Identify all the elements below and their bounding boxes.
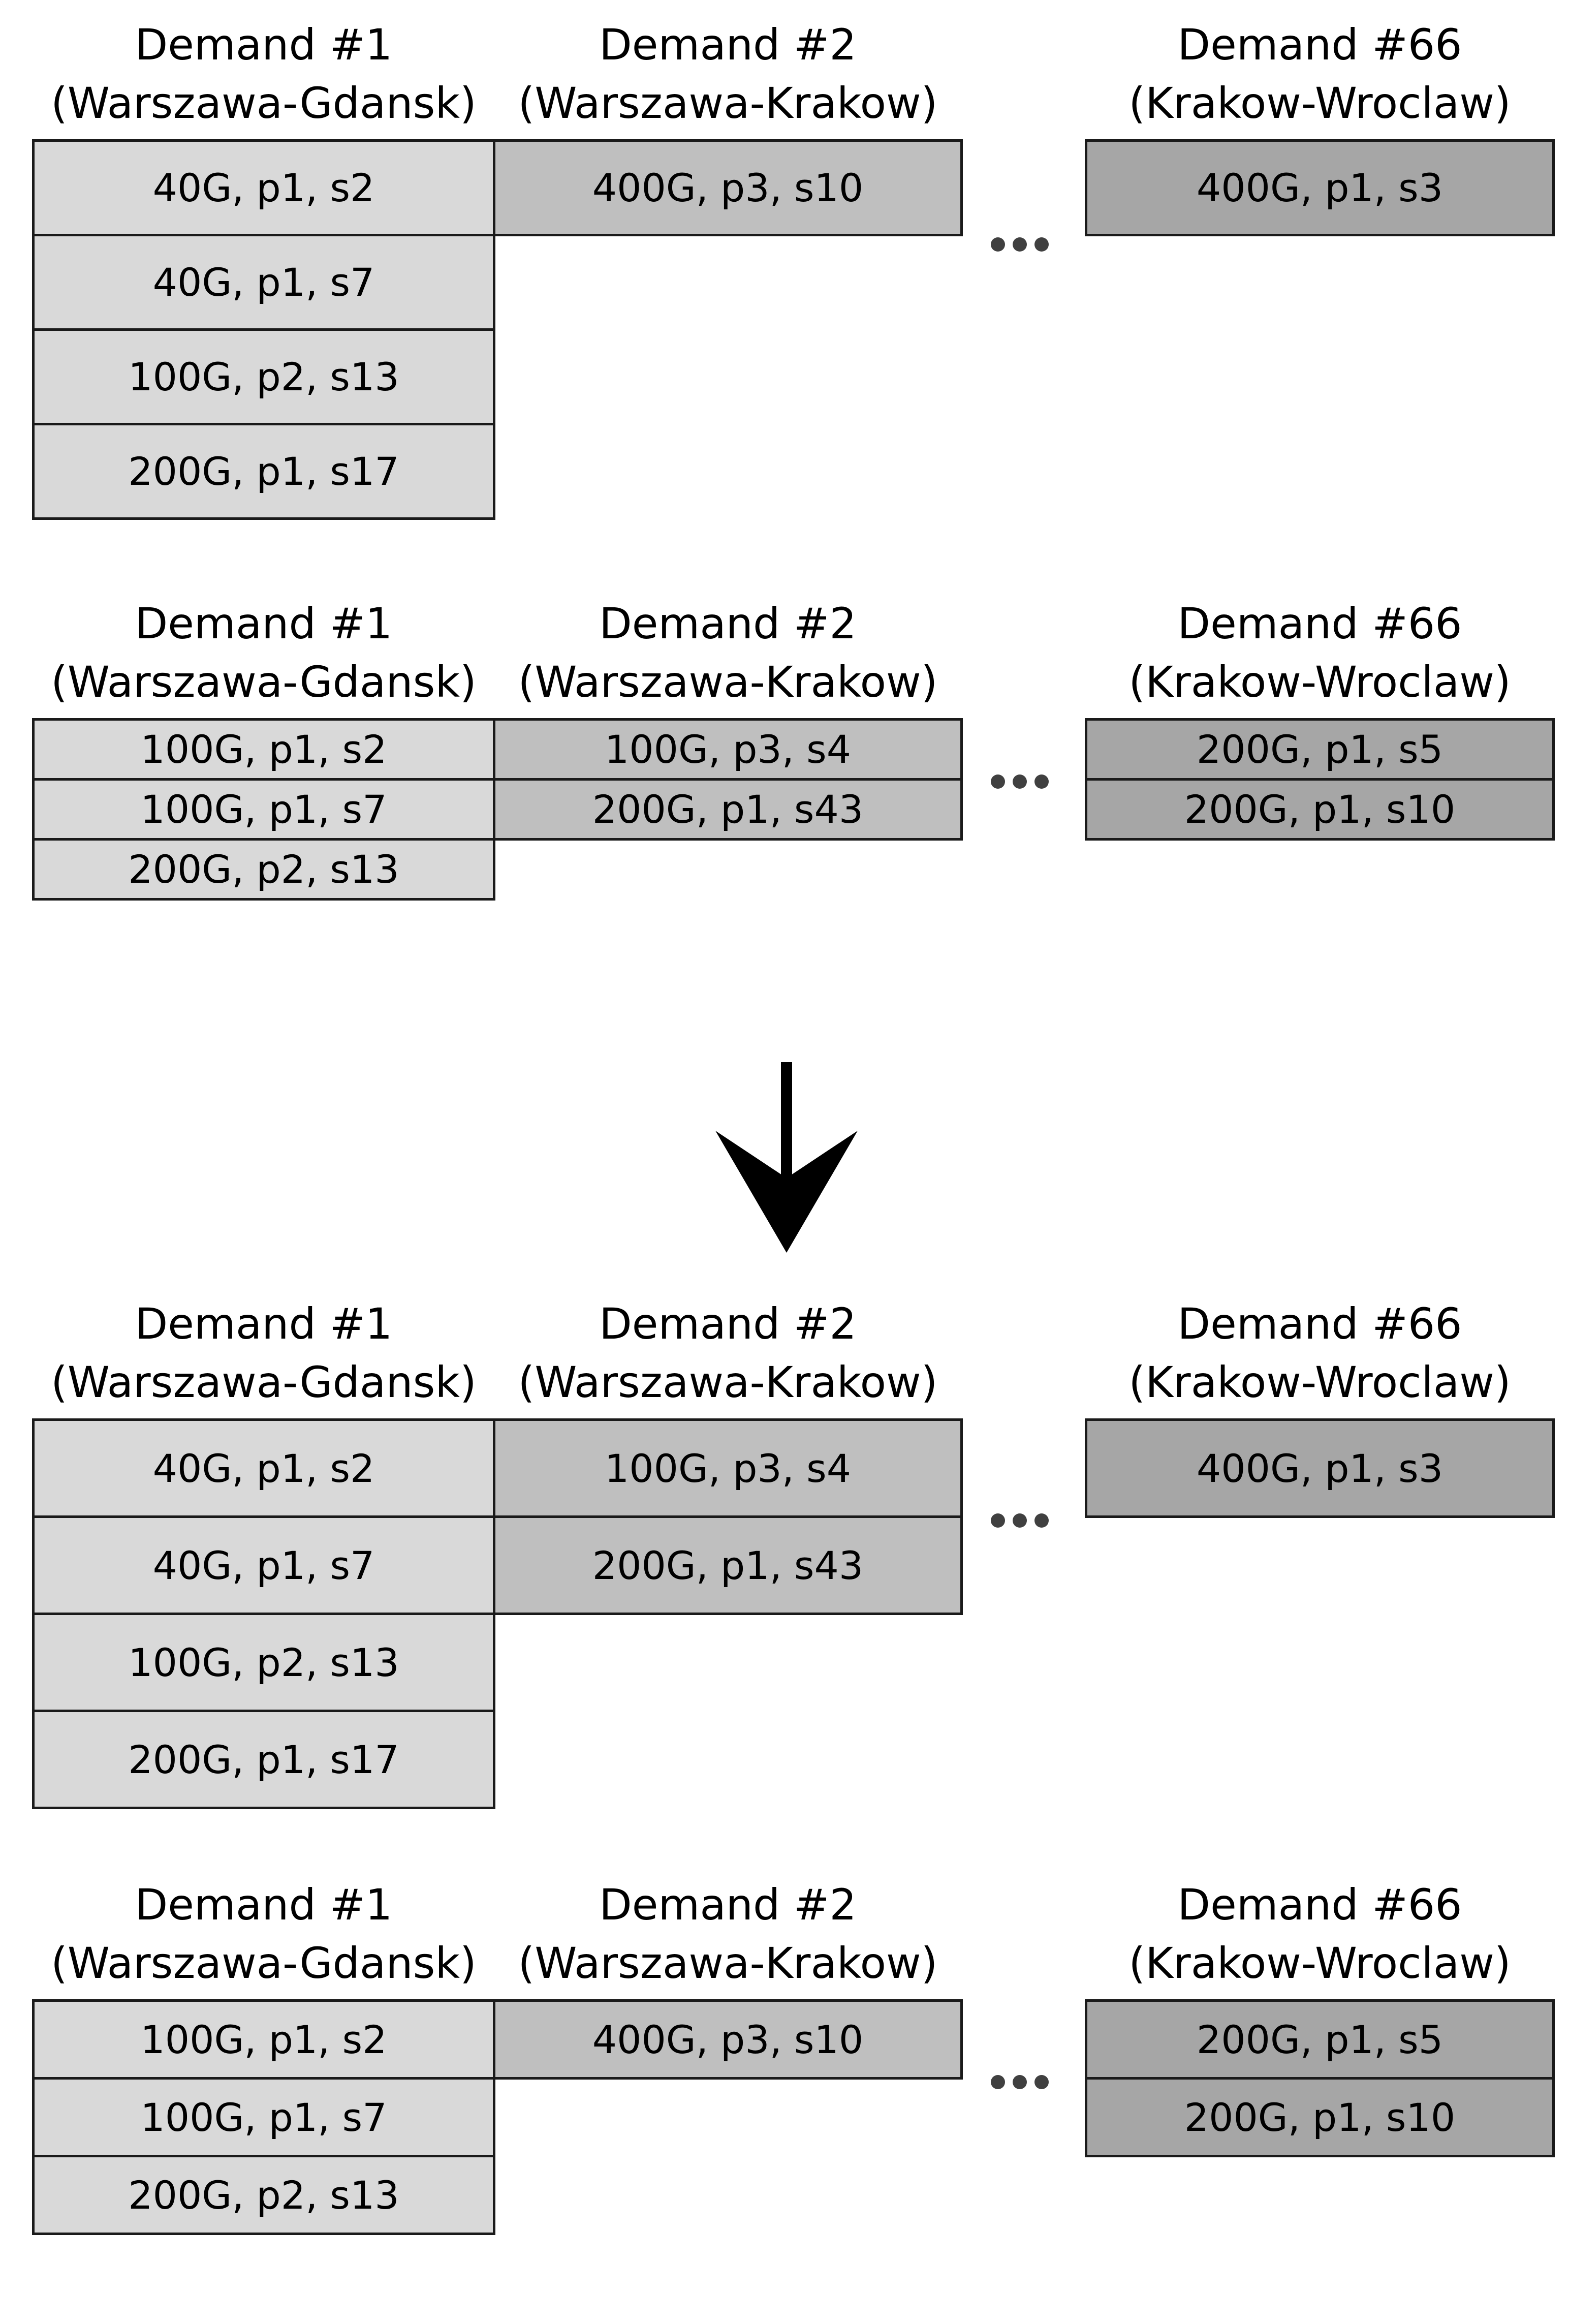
demand-title-line2: (Warszawa-Gdansk) xyxy=(51,1938,477,1988)
transceiver-cell: 200G, p1, s10 xyxy=(1085,2077,1555,2157)
ellipsis-icon xyxy=(991,237,1049,252)
section4-demand1-title: Demand #1 (Warszawa-Gdansk) xyxy=(0,1876,536,1993)
ellipsis-dot xyxy=(1013,1513,1027,1528)
ellipsis-dot xyxy=(991,774,1005,789)
transceiver-cell: 100G, p3, s4 xyxy=(493,718,963,781)
section1-demand66-title: Demand #66 (Krakow-Wroclaw) xyxy=(1044,16,1569,133)
transceiver-cell: 200G, p1, s43 xyxy=(493,778,963,841)
section1-demand2-title: Demand #2 (Warszawa-Krakow) xyxy=(452,16,1003,133)
transceiver-cell: 100G, p2, s13 xyxy=(32,1613,495,1712)
demand-title-line1: Demand #66 xyxy=(1177,20,1462,70)
demand-title-line1: Demand #2 xyxy=(599,1880,857,1930)
demand-title-line1: Demand #66 xyxy=(1177,1880,1462,1930)
transceiver-cell: 40G, p1, s2 xyxy=(32,1418,495,1518)
ellipsis-dot xyxy=(991,1513,1005,1528)
transceiver-cell: 200G, p2, s13 xyxy=(32,838,495,901)
ellipsis-dot xyxy=(991,2075,1005,2089)
transceiver-cell: 100G, p2, s13 xyxy=(32,328,495,425)
demand-title-line2: (Krakow-Wroclaw) xyxy=(1128,657,1511,707)
demand-title-line1: Demand #1 xyxy=(135,20,393,70)
section4-demand66-column: Demand #66 (Krakow-Wroclaw) 200G, p1, s5… xyxy=(1085,1880,1555,2157)
demand-title-line1: Demand #2 xyxy=(599,20,857,70)
demand-title-line2: (Krakow-Wroclaw) xyxy=(1128,1357,1511,1407)
transceiver-cell: 200G, p2, s13 xyxy=(32,2155,495,2235)
transceiver-cell: 200G, p1, s10 xyxy=(1085,778,1555,841)
ellipsis-dot xyxy=(1013,774,1027,789)
transceiver-cell: 400G, p3, s10 xyxy=(493,139,963,236)
demand-title-line2: (Warszawa-Krakow) xyxy=(518,78,938,128)
demand-title-line1: Demand #1 xyxy=(135,599,393,648)
transceiver-cell: 100G, p1, s7 xyxy=(32,778,495,841)
transceiver-cell: 100G, p3, s4 xyxy=(493,1418,963,1518)
ellipsis-dot xyxy=(1034,237,1049,252)
section3-demand1-column: Demand #1 (Warszawa-Gdansk) 40G, p1, s2 … xyxy=(32,1299,495,1809)
ellipsis-dot xyxy=(1013,2075,1027,2089)
transceiver-cell: 40G, p1, s2 xyxy=(32,139,495,236)
transceiver-cell: 200G, p1, s17 xyxy=(32,1710,495,1809)
section1-demand2-column: Demand #2 (Warszawa-Krakow) 400G, p3, s1… xyxy=(493,20,963,236)
section3-demand66-column: Demand #66 (Krakow-Wroclaw) 400G, p1, s3 xyxy=(1085,1299,1555,1518)
ellipsis-dot xyxy=(1034,2075,1049,2089)
transceiver-cell: 200G, p1, s17 xyxy=(32,423,495,520)
transceiver-cell: 100G, p1, s2 xyxy=(32,1999,495,2080)
section3-demand1-title: Demand #1 (Warszawa-Gdansk) xyxy=(0,1295,536,1412)
demand-title-line1: Demand #66 xyxy=(1177,599,1462,648)
section2-demand2-column: Demand #2 (Warszawa-Krakow) 100G, p3, s4… xyxy=(493,599,963,841)
ellipsis-dot xyxy=(991,237,1005,252)
transceiver-cell: 40G, p1, s7 xyxy=(32,1515,495,1615)
section4-demand66-title: Demand #66 (Krakow-Wroclaw) xyxy=(1044,1876,1569,1993)
demand-title-line1: Demand #2 xyxy=(599,1299,857,1349)
section2-demand66-column: Demand #66 (Krakow-Wroclaw) 200G, p1, s5… xyxy=(1085,599,1555,841)
transceiver-cell: 400G, p1, s3 xyxy=(1085,139,1555,236)
demand-title-line2: (Warszawa-Gdansk) xyxy=(51,657,477,707)
ellipsis-icon xyxy=(991,774,1049,789)
transceiver-cell: 100G, p1, s7 xyxy=(32,2077,495,2157)
transceiver-cell: 40G, p1, s7 xyxy=(32,234,495,331)
section2-demand1-column: Demand #1 (Warszawa-Gdansk) 100G, p1, s2… xyxy=(32,599,495,901)
transformation-down-arrow-icon xyxy=(715,1062,858,1253)
demand-title-line2: (Warszawa-Gdansk) xyxy=(51,1357,477,1407)
section3-demand66-title: Demand #66 (Krakow-Wroclaw) xyxy=(1044,1295,1569,1412)
demand-title-line2: (Warszawa-Krakow) xyxy=(518,657,938,707)
demand-title-line2: (Krakow-Wroclaw) xyxy=(1128,78,1511,128)
demand-title-line2: (Warszawa-Krakow) xyxy=(518,1357,938,1407)
demand-title-line2: (Krakow-Wroclaw) xyxy=(1128,1938,1511,1988)
demand-title-line1: Demand #66 xyxy=(1177,1299,1462,1349)
ellipsis-icon xyxy=(991,1513,1049,1528)
transceiver-cell: 200G, p1, s5 xyxy=(1085,718,1555,781)
transceiver-cell: 200G, p1, s43 xyxy=(493,1515,963,1615)
demand-title-line2: (Warszawa-Krakow) xyxy=(518,1938,938,1988)
ellipsis-dot xyxy=(1013,237,1027,252)
demand-title-line1: Demand #2 xyxy=(599,599,857,648)
transceiver-cell: 100G, p1, s2 xyxy=(32,718,495,781)
section1-demand1-title: Demand #1 (Warszawa-Gdansk) xyxy=(0,16,536,133)
ellipsis-icon xyxy=(991,2075,1049,2089)
ellipsis-dot xyxy=(1034,1513,1049,1528)
ellipsis-dot xyxy=(1034,774,1049,789)
transceiver-cell: 400G, p1, s3 xyxy=(1085,1418,1555,1518)
section2-demand2-title: Demand #2 (Warszawa-Krakow) xyxy=(452,595,1003,711)
section3-demand2-column: Demand #2 (Warszawa-Krakow) 100G, p3, s4… xyxy=(493,1299,963,1615)
demand-title-line2: (Warszawa-Gdansk) xyxy=(51,78,477,128)
section4-demand1-column: Demand #1 (Warszawa-Gdansk) 100G, p1, s2… xyxy=(32,1880,495,2235)
transceiver-cell: 400G, p3, s10 xyxy=(493,1999,963,2080)
demand-title-line1: Demand #1 xyxy=(135,1299,393,1349)
section3-demand2-title: Demand #2 (Warszawa-Krakow) xyxy=(452,1295,1003,1412)
section2-demand66-title: Demand #66 (Krakow-Wroclaw) xyxy=(1044,595,1569,711)
section4-demand2-title: Demand #2 (Warszawa-Krakow) xyxy=(452,1876,1003,1993)
demand-title-line1: Demand #1 xyxy=(135,1880,393,1930)
section2-demand1-title: Demand #1 (Warszawa-Gdansk) xyxy=(0,595,536,711)
section4-demand2-column: Demand #2 (Warszawa-Krakow) 400G, p3, s1… xyxy=(493,1880,963,2080)
transceiver-cell: 200G, p1, s5 xyxy=(1085,1999,1555,2080)
section1-demand66-column: Demand #66 (Krakow-Wroclaw) 400G, p1, s3 xyxy=(1085,20,1555,236)
section1-demand1-column: Demand #1 (Warszawa-Gdansk) 40G, p1, s2 … xyxy=(32,20,495,520)
